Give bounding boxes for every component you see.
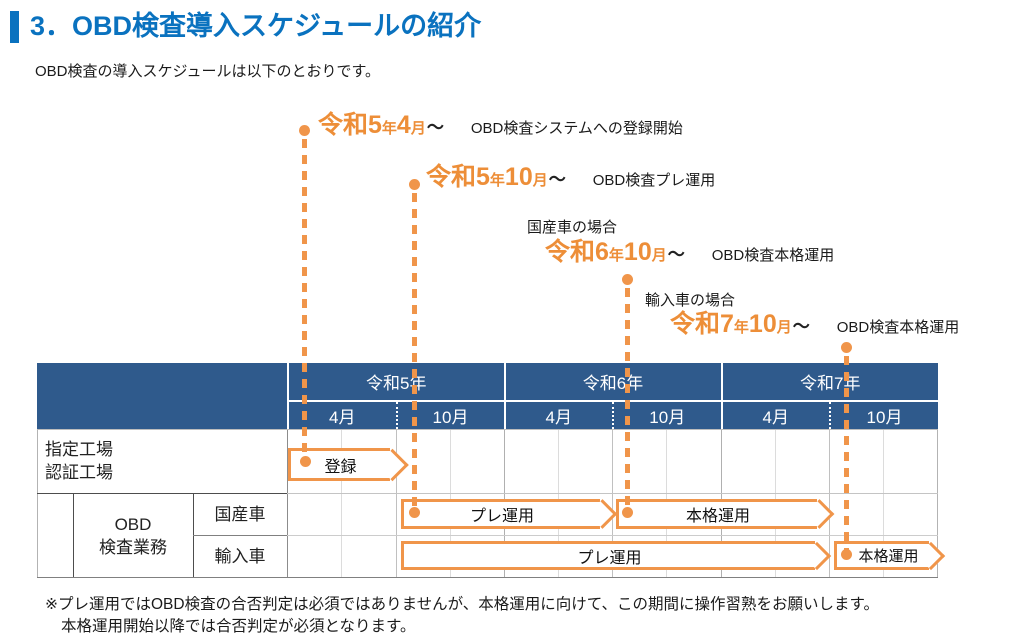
annotation-registration-start: 令和5年4月 ～ OBD検査システムへの登録開始: [318, 111, 683, 143]
header-month: 10月: [612, 402, 721, 429]
leader-dashed-line: [844, 356, 849, 550]
leader-dashed-line: [625, 288, 630, 508]
annotation-full-operation-imported: 令和7年10月 ～ OBD検査本格運用: [670, 310, 959, 342]
bar-start-dot: [622, 507, 633, 518]
annotation-full-operation-domestic: 令和6年10月 ～ OBD検査本格運用: [545, 238, 834, 270]
row-label-line: OBD: [114, 514, 152, 534]
header-year-reiwa5: 令和5年: [287, 363, 504, 400]
tilde: ～: [426, 118, 444, 137]
bar-label: プレ運用: [577, 549, 642, 567]
row-label-imported: 輸入車: [214, 547, 266, 566]
row-label-obd-group: OBD 検査業務: [73, 493, 193, 578]
gridline: [829, 429, 830, 578]
header-month: 4月: [720, 402, 829, 429]
header-year-reiwa7: 令和7年: [720, 363, 938, 400]
row-divider: [287, 493, 938, 494]
row-label-line: 検査業務: [99, 537, 167, 557]
annotation-description: OBD検査システムへの登録開始: [470, 120, 683, 137]
leader-dot: [409, 179, 420, 190]
table-left-border: [37, 429, 38, 578]
bar-label: 本格運用: [858, 548, 919, 565]
subrow-divider: [287, 535, 938, 536]
bar-label: プレ運用: [469, 508, 534, 525]
leader-dashed-line: [412, 193, 417, 508]
gridline: [612, 429, 613, 578]
bar-start-dot: [841, 549, 852, 560]
group-cell-border: [73, 493, 74, 578]
label-chart-divider: [287, 429, 288, 578]
bar-pre-operation-domestic: プレ運用: [401, 499, 618, 529]
bar-full-operation-domestic: 本格運用: [616, 499, 835, 529]
gridline: [883, 429, 884, 578]
annotation-description: OBD検査プレ運用: [592, 172, 716, 189]
era-date: 令和5年4月: [318, 111, 426, 139]
annotation-pre-operation: 令和5年10月 ～ OBD検査プレ運用: [426, 163, 715, 195]
era-date: 令和6年10月: [545, 238, 667, 266]
subrow-divider: [193, 535, 287, 536]
gridline: [341, 429, 342, 578]
annotation-description: OBD検査本格運用: [836, 319, 960, 336]
header-bottom-border: [37, 429, 938, 430]
header-month: 4月: [503, 402, 612, 429]
era-date: 令和5年10月: [426, 163, 548, 191]
bar-label: 本格運用: [685, 508, 750, 525]
table-bottom-border: [37, 577, 938, 578]
header-year-reiwa6: 令和6年: [503, 363, 721, 400]
row-label-line: 指定工場: [45, 440, 113, 459]
annotation-description: OBD検査本格運用: [711, 247, 835, 264]
tilde: ～: [792, 317, 810, 336]
bar-pre-operation-imported: プレ運用: [401, 541, 832, 570]
bar-start-dot: [300, 456, 311, 467]
case-label-imported: 輸入車の場合: [645, 292, 736, 309]
gridline: [395, 429, 397, 578]
header-blank-cell: [37, 363, 287, 429]
footnote-line-2: 本格運用開始以降では合否判定が必須となります。: [61, 618, 416, 635]
row-label-factories: 指定工場 認証工場: [45, 438, 113, 484]
leader-dashed-line: [302, 139, 307, 456]
leader-dot: [299, 125, 310, 136]
leader-dot: [841, 342, 852, 353]
era-date: 令和7年10月: [670, 310, 792, 338]
bar-start-dot: [409, 507, 420, 518]
footnote-line-1: ※プレ運用ではOBD検査の合否判定は必須ではありませんが、本格運用に向けて、この…: [45, 596, 879, 613]
row-label-line: 認証工場: [45, 463, 113, 482]
page-title: 3．OBD検査導入スケジュールの紹介: [30, 11, 482, 41]
row-label-domestic: 国産車: [214, 504, 266, 524]
bar-label: 登録: [324, 458, 357, 476]
row-divider: [37, 493, 287, 494]
table-right-border: [937, 429, 938, 578]
tilde: ～: [548, 170, 566, 189]
intro-text: OBD検査の導入スケジュールは以下のとおりです。: [35, 63, 380, 80]
case-label-domestic: 国産車の場合: [527, 219, 618, 236]
title-accent-bar: [10, 11, 19, 43]
tilde: ～: [667, 245, 685, 264]
leader-dot: [622, 274, 633, 285]
